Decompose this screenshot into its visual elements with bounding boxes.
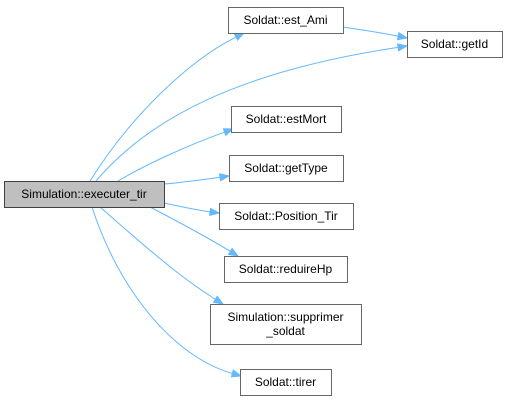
edge-executer_tir-to-reduirehp xyxy=(149,206,240,257)
node-label: Soldat::estMort xyxy=(246,112,327,126)
edge-line xyxy=(163,176,221,185)
node-executer-tir[interactable]: Simulation::executer_tir xyxy=(4,181,165,208)
edge-executer_tir-to-tirer xyxy=(91,206,243,378)
node-label: Simulation::executer_tir xyxy=(21,187,146,201)
edge-line xyxy=(95,46,399,182)
edge-executer_tir-to-supprimer_soldat xyxy=(99,206,225,305)
edge-executer_tir-to-estmort xyxy=(117,128,235,182)
node-label: Soldat::Position_Tir xyxy=(234,209,338,223)
node-label: Soldat::reduireHp xyxy=(239,262,333,276)
edge-line xyxy=(342,26,399,37)
node-label: Simulation::supprimer xyxy=(227,310,343,324)
edges-layer xyxy=(89,26,409,378)
node-box xyxy=(224,256,348,283)
arrowhead xyxy=(233,32,246,42)
node-box xyxy=(210,304,362,345)
node-box xyxy=(219,203,354,230)
node-label: Soldat::getType xyxy=(244,161,328,175)
edge-line xyxy=(91,206,233,374)
edge-line xyxy=(99,206,216,300)
node-label: Soldat::getId xyxy=(421,37,488,51)
node-box xyxy=(229,155,344,182)
node-gettype[interactable]: Soldat::getType xyxy=(229,155,344,182)
node-box xyxy=(231,106,342,133)
node-est-ami[interactable]: Soldat::est_Ami xyxy=(228,7,344,34)
edge-line xyxy=(163,202,211,213)
arrowhead xyxy=(219,173,231,182)
arrowhead xyxy=(209,207,221,216)
edge-executer_tir-to-position_tir xyxy=(163,202,221,216)
nodes-layer: Simulation::executer_tir Soldat::est_AmiS… xyxy=(4,7,503,396)
arrowhead xyxy=(396,31,409,41)
edge-est_ami-to-getid xyxy=(342,26,409,41)
node-box xyxy=(4,181,165,208)
node-box xyxy=(240,369,332,396)
node-tirer[interactable]: Soldat::tirer xyxy=(240,369,332,396)
arrowhead xyxy=(230,369,243,378)
arrowhead xyxy=(222,128,235,137)
node-label: Soldat::est_Ami xyxy=(243,13,327,27)
node-supprimer-soldat[interactable]: Simulation::supprimer_soldat xyxy=(210,304,362,345)
node-estmort[interactable]: Soldat::estMort xyxy=(231,106,342,133)
edge-executer_tir-to-est_ami xyxy=(89,32,246,182)
arrowhead xyxy=(212,295,225,305)
node-getid[interactable]: Soldat::getId xyxy=(407,31,503,58)
node-box xyxy=(407,31,503,58)
node-reduirehp[interactable]: Soldat::reduireHp xyxy=(224,256,348,283)
arrowhead xyxy=(396,43,409,52)
edge-line xyxy=(117,131,225,182)
node-label: _soldat xyxy=(265,324,305,338)
edge-executer_tir-to-gettype xyxy=(163,173,231,185)
node-position-tir[interactable]: Soldat::Position_Tir xyxy=(219,203,354,230)
edge-executer_tir-to-getid xyxy=(95,43,409,182)
edge-line xyxy=(149,206,231,252)
arrowhead xyxy=(227,247,240,257)
node-box xyxy=(228,7,344,34)
node-label: Soldat::tirer xyxy=(255,375,316,389)
edge-line xyxy=(89,36,237,182)
